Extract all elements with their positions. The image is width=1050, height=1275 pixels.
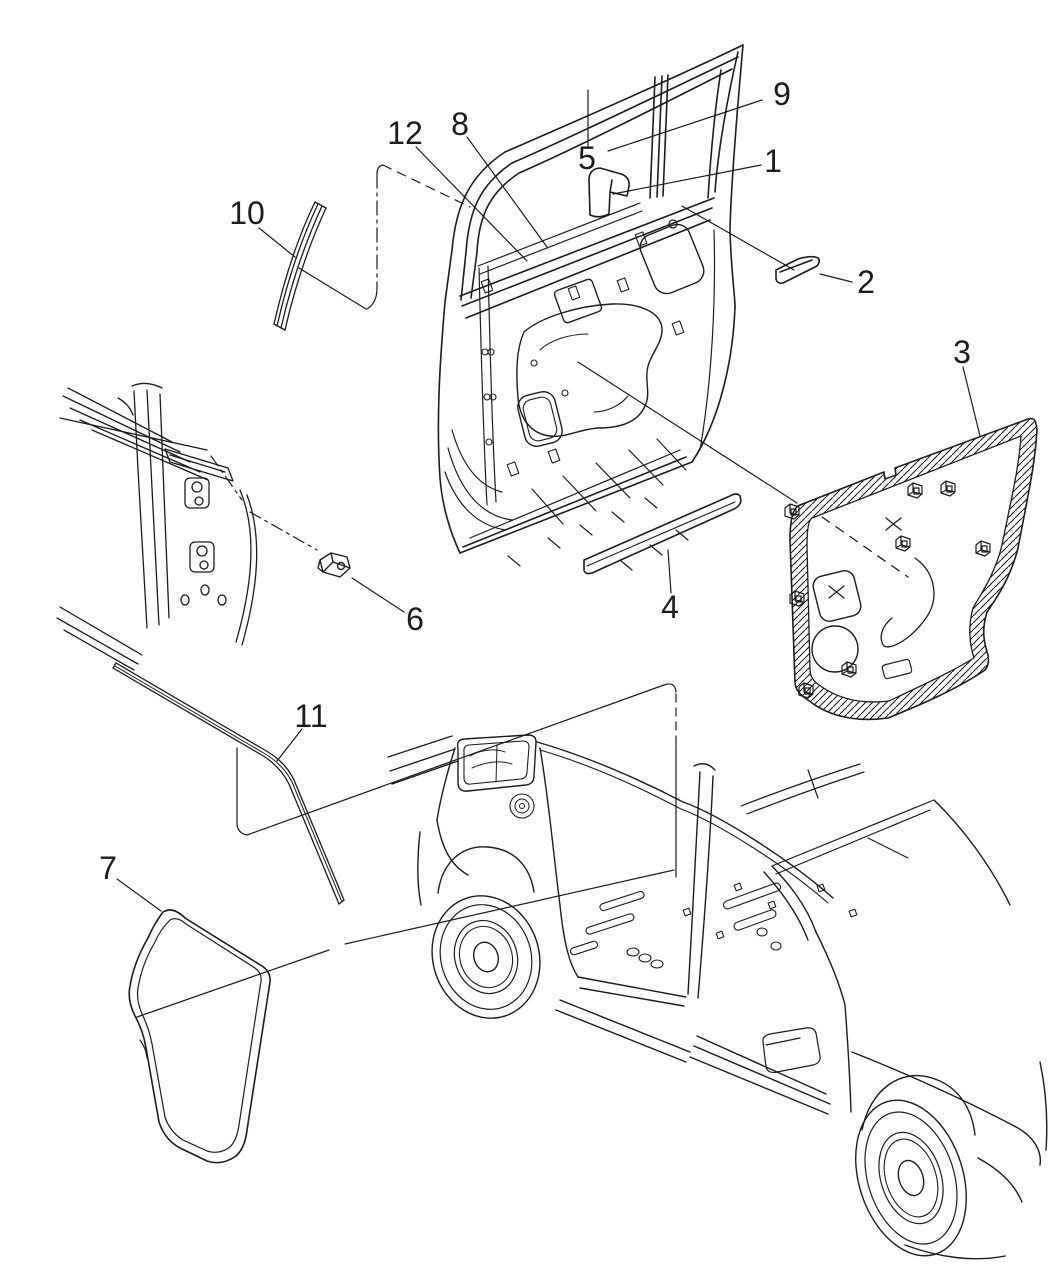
callout-3: 3 [953,334,971,370]
callout-8: 8 [451,106,469,142]
door-opening-seal-part-7 [129,910,270,1163]
callout-5: 5 [578,140,596,176]
clip-part-6 [318,553,350,577]
callout-10: 10 [229,195,265,231]
callout-1: 1 [764,143,782,179]
callout-4: 4 [661,589,679,625]
seal-clip-part-2 [776,257,819,283]
callout-11: 11 [294,698,328,734]
callout-6: 6 [406,601,424,637]
truck-body-illustration [388,735,1047,1270]
callout-7: 7 [99,850,117,886]
foam-silencer-part [589,168,629,217]
hinge-pillar-detail-view [57,383,257,670]
callout-9: 9 [773,76,791,112]
projection-lines [137,165,797,1017]
door-trim-panel-illustration [785,419,1037,720]
leader-lines [117,90,980,911]
pillar-seal-part-10 [274,202,326,330]
body-seal-part-11 [113,663,344,904]
rear-door-illustration [438,45,743,553]
callout-12: 12 [387,115,423,151]
callout-2: 2 [857,264,875,300]
belt-weatherstrip-part [508,439,741,574]
